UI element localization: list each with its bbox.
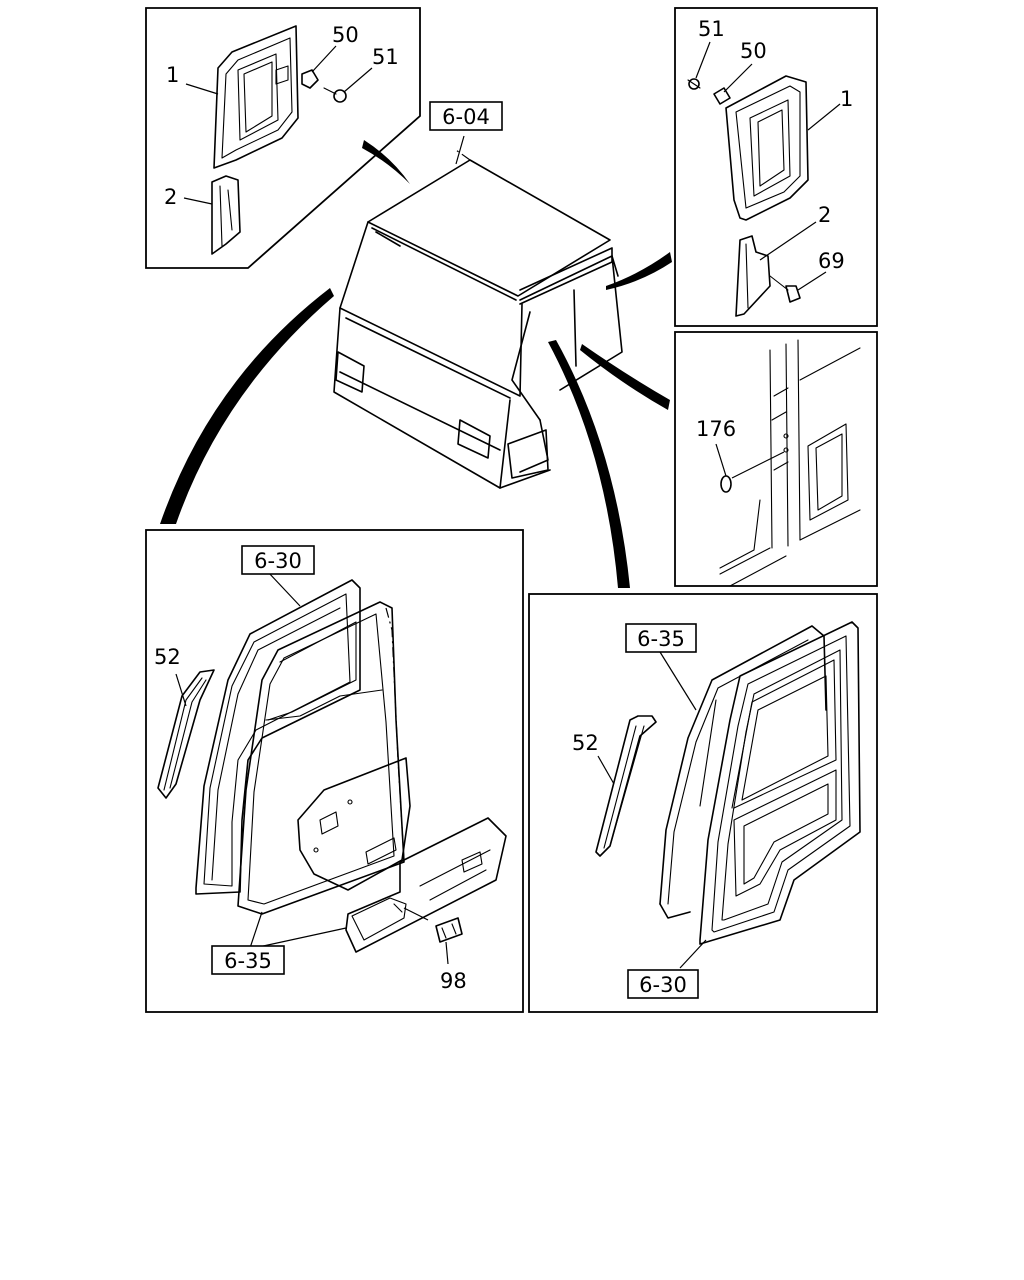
ref-label-6-04: 6-04 [442, 105, 490, 129]
ref-label-bl-6-30: 6-30 [254, 549, 302, 573]
callout-tl-51: 51 [372, 45, 399, 69]
callout-tr-2: 2 [818, 203, 831, 227]
panel-bottom-right [528, 593, 878, 1013]
callout-mr-176: 176 [696, 417, 736, 441]
ref-label-br-6-35: 6-35 [637, 627, 685, 651]
ref-box-br-6-30: 6-30 [627, 969, 699, 999]
ref-label-br-6-30: 6-30 [639, 973, 687, 997]
callout-bl-98: 98 [440, 969, 467, 993]
cab-illustration [333, 135, 623, 489]
callout-br-52: 52 [572, 731, 599, 755]
callout-tr-69: 69 [818, 249, 845, 273]
callout-bl-52: 52 [154, 645, 181, 669]
ref-box-bl-6-35: 6-35 [211, 945, 285, 975]
ref-label-bl-6-35: 6-35 [224, 949, 272, 973]
callout-tl-1: 1 [166, 63, 179, 87]
callout-tr-51: 51 [698, 17, 725, 41]
panel-bottom-left [145, 529, 524, 1013]
callout-tr-50: 50 [740, 39, 767, 63]
callout-tr-1: 1 [840, 87, 853, 111]
panel-top-right [674, 7, 878, 327]
ref-box-br-6-35: 6-35 [625, 623, 697, 653]
ref-box-bl-6-30: 6-30 [241, 545, 315, 575]
ref-box-6-04: 6-04 [429, 101, 503, 131]
callout-tl-2: 2 [164, 185, 177, 209]
panel-top-left [145, 7, 421, 269]
callout-tl-50: 50 [332, 23, 359, 47]
pointer-arcs [160, 140, 672, 588]
panel-middle-right [674, 331, 878, 587]
